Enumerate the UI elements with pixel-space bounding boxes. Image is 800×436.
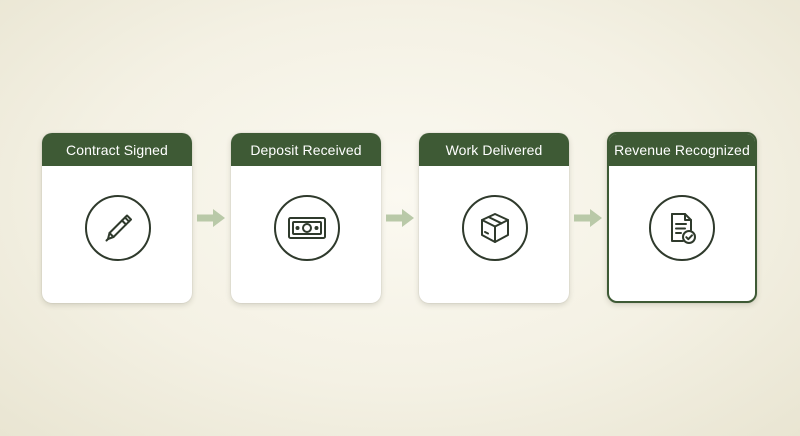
step-title: Revenue Recognized	[609, 134, 755, 166]
step-card-work-delivered: Work Delivered	[419, 133, 569, 303]
icon-badge	[462, 195, 528, 261]
package-icon	[481, 213, 509, 243]
step-card-deposit-received: Deposit Received	[231, 133, 381, 303]
step-title: Work Delivered	[419, 133, 569, 166]
cash-icon	[288, 217, 326, 239]
flow-arrow	[386, 209, 414, 227]
icon-badge	[649, 195, 715, 261]
step-title: Contract Signed	[42, 133, 192, 166]
step-card-revenue-recognized: Revenue Recognized	[607, 132, 757, 303]
step-card-contract-signed: Contract Signed	[42, 133, 192, 303]
document-check-icon	[671, 213, 696, 244]
step-title: Deposit Received	[231, 133, 381, 166]
flow-arrow	[574, 209, 602, 227]
icon-badge	[85, 195, 151, 261]
icon-badge	[274, 195, 340, 261]
flow-arrow	[197, 209, 225, 227]
pen-icon	[105, 214, 132, 242]
